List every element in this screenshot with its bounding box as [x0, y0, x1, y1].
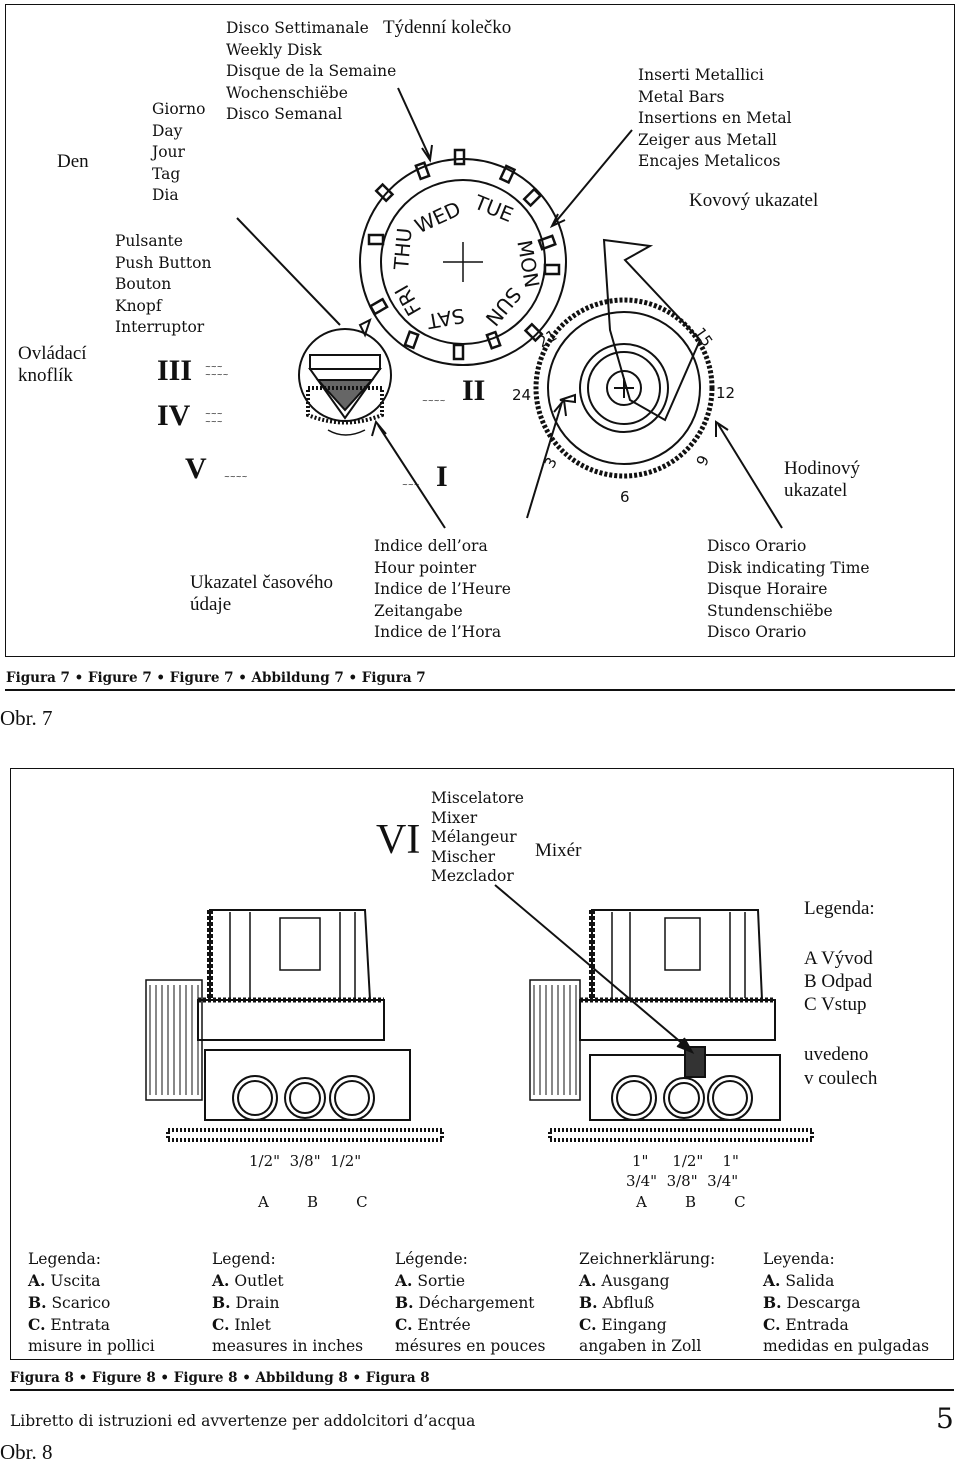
weekly-disk: [359, 148, 567, 366]
legend-note: misure in pollici: [28, 1337, 155, 1355]
legend-b: B. Drain: [212, 1293, 280, 1312]
time-pointer-cz-label: Ukazatel časového údaje: [190, 572, 333, 615]
legend-cz-items: A Vývod B Odpad C Vstup: [804, 948, 873, 1015]
position-IV: IV: [157, 399, 191, 432]
legend-es: Leyenda: A. Salida B. Descarga C. Entrad…: [763, 1249, 929, 1357]
legend-a: A. Ausgang: [579, 1271, 670, 1290]
legend-c: C. Eingang: [579, 1315, 667, 1334]
day-name: SUN: [481, 283, 527, 331]
right-abc: A B C: [636, 1193, 746, 1211]
hour-number: 15: [691, 324, 717, 350]
legend-c: C. Inlet: [212, 1315, 271, 1334]
figure-7-frame: [5, 4, 955, 657]
position-I-note: ~~~: [402, 481, 420, 489]
day-name: WED: [411, 196, 464, 238]
left-measures: 1/2" 3/8" 1/2": [249, 1152, 362, 1170]
figure-7-caption-rule: [5, 689, 955, 691]
hour-gear: [533, 238, 715, 479]
day-cz-label: Den: [57, 151, 89, 172]
legend-it: Legenda: A. Uscita B. Scarico C. Entrata…: [28, 1249, 155, 1357]
leader-arrows: [236, 87, 783, 529]
legend-cz-note: uvedeno v coulech: [804, 1044, 878, 1089]
legend-note: mésures en pouces: [395, 1337, 546, 1355]
figure-7-obr: Obr. 7: [0, 706, 53, 730]
day-name: FRI: [390, 281, 426, 320]
right-measures-bottom: 3/4" 3/8" 3/4": [626, 1172, 739, 1190]
position-IV-note: ~~~ ~~~: [205, 410, 223, 426]
legend-c: C. Entrata: [28, 1315, 111, 1334]
legend-en: Legend: A. Outlet B. Drain C. Inlet meas…: [212, 1249, 363, 1357]
push-button-cz-label: Ovládací knoflík: [18, 343, 87, 386]
legend-a: A. Uscita: [28, 1271, 101, 1290]
right-softener: [529, 909, 814, 1142]
roman-VI: VI: [376, 817, 421, 863]
hour-number: 12: [716, 384, 735, 402]
figure-8-caption-rule: [10, 1389, 954, 1391]
legend-note: angaben in Zoll: [579, 1337, 702, 1355]
legend-title: Zeichnerklärung:: [579, 1250, 716, 1268]
figure-8-caption: Figura 8 • Figure 8 • Figure 8 • Abbildu…: [10, 1370, 430, 1386]
legend-title: Legend:: [212, 1250, 276, 1268]
position-V: V: [185, 452, 207, 485]
legend-title: Leyenda:: [763, 1250, 835, 1268]
legend-title: Légende:: [395, 1250, 468, 1268]
day-name: THU: [389, 227, 417, 272]
hour-indicator-cz-label: Hodinový ukazatel: [784, 458, 860, 501]
figure-8-frame: [10, 768, 954, 1360]
figure-8-obr: Obr. 8: [0, 1440, 53, 1464]
legend-b: B. Déchargement: [395, 1293, 535, 1312]
legend-a: A. Salida: [763, 1271, 835, 1290]
hour-number: 24: [512, 386, 531, 404]
right-measures-top: 1" 1/2" 1": [632, 1152, 739, 1170]
day-label: Giorno Day Jour Tag Dia: [152, 100, 206, 204]
legend-title: Legenda:: [28, 1250, 101, 1268]
figure-8-drawing: [145, 884, 814, 1142]
page-number: 5: [936, 1402, 954, 1435]
control-knob: [298, 328, 392, 436]
position-III: III: [157, 354, 193, 387]
legend-b: B. Abfluß: [579, 1293, 655, 1312]
figure-7-caption: Figura 7 • Figure 7 • Figure 7 • Abbildu…: [6, 670, 426, 686]
weekly-disk-cz-label: Týdenní kolečko: [383, 17, 512, 38]
legend-c: C. Entrée: [395, 1315, 471, 1334]
day-name: MON: [512, 238, 544, 289]
metal-bars-label: Inserti Metallici Metal Bars Insertions …: [638, 66, 792, 170]
left-abc: A B C: [258, 1193, 368, 1211]
mixer-arrow: [494, 884, 695, 1054]
hour-number: 6: [620, 488, 630, 506]
legend-a: A. Outlet: [212, 1271, 284, 1290]
legend-note: medidas en pulgadas: [763, 1337, 930, 1355]
figure-7-drawing: WED TUE MON SUN SAT FRI THU 21 15 24 12 …: [236, 87, 783, 529]
mixer-label: Miscelatore Mixer Mélangeur Mischer Mezc…: [431, 789, 524, 885]
push-button-label: Pulsante Push Button Bouton Knopf Interr…: [115, 232, 212, 336]
legend-cz-title: Legenda:: [804, 898, 875, 919]
legend-a: A. Sortie: [395, 1271, 466, 1290]
legend-de: Zeichnerklärung: A. Ausgang B. Abfluß C.…: [579, 1249, 715, 1357]
legend-c: C. Entrada: [763, 1315, 849, 1334]
mixer-cz-label: Mixér: [535, 840, 582, 861]
hour-number: 9: [693, 452, 713, 468]
footer-text: Libretto di istruzioni ed avvertenze per…: [10, 1412, 476, 1430]
legend-note: measures in inches: [212, 1337, 364, 1355]
left-softener: [145, 909, 444, 1142]
position-II: II: [462, 374, 486, 407]
position-I: I: [436, 460, 448, 493]
position-II-note: ~~~~: [422, 397, 446, 405]
position-III-note: ~~~ ~~~~: [205, 363, 229, 379]
metal-bars-cz-label: Kovový ukazatel: [689, 190, 819, 211]
weekly-disk-label: Disco Settimanale Weekly Disk Disque de …: [226, 19, 397, 123]
hour-pointer-label: Indice dell’ora Hour pointer Indice de l…: [374, 537, 511, 641]
position-V-note: ~~~~: [224, 473, 248, 481]
disk-time-label: Disco Orario Disk indicating Time Disque…: [707, 537, 870, 641]
legend-b: B. Scarico: [28, 1293, 111, 1312]
legend-fr: Légende: A. Sortie B. Déchargement C. En…: [395, 1249, 545, 1357]
legend-b: B. Descarga: [763, 1293, 861, 1312]
day-name: SAT: [425, 303, 467, 333]
